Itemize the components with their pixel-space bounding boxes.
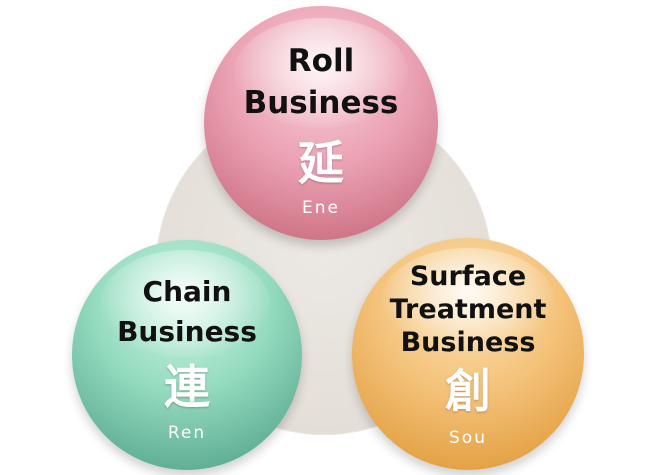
chain-romaji: Ren xyxy=(167,423,207,443)
surface-treatment-business-circle: Surface Treatment Business 創 Sou xyxy=(352,238,584,470)
chain-business-title: Chain Business xyxy=(72,272,302,352)
roll-business-title: Roll Business xyxy=(204,40,438,124)
roll-kanji: 延 xyxy=(298,136,344,190)
title-line: Business xyxy=(400,327,536,358)
roll-business-circle: Roll Business 延 Ene xyxy=(204,6,438,240)
roll-romaji: Ene xyxy=(302,198,340,218)
surface-treatment-business-title: Surface Treatment Business xyxy=(352,260,584,359)
surface-romaji: Sou xyxy=(449,428,487,448)
chain-business-circle: Chain Business 連 Ren xyxy=(72,240,302,470)
title-line: Business xyxy=(243,85,399,121)
title-line: Treatment xyxy=(389,294,547,325)
title-line: Chain xyxy=(142,275,232,308)
title-line: Roll xyxy=(287,43,355,79)
chain-kanji: 連 xyxy=(164,360,210,414)
title-line: Surface xyxy=(409,261,527,292)
surface-kanji: 創 xyxy=(445,364,491,418)
title-line: Business xyxy=(117,315,257,348)
